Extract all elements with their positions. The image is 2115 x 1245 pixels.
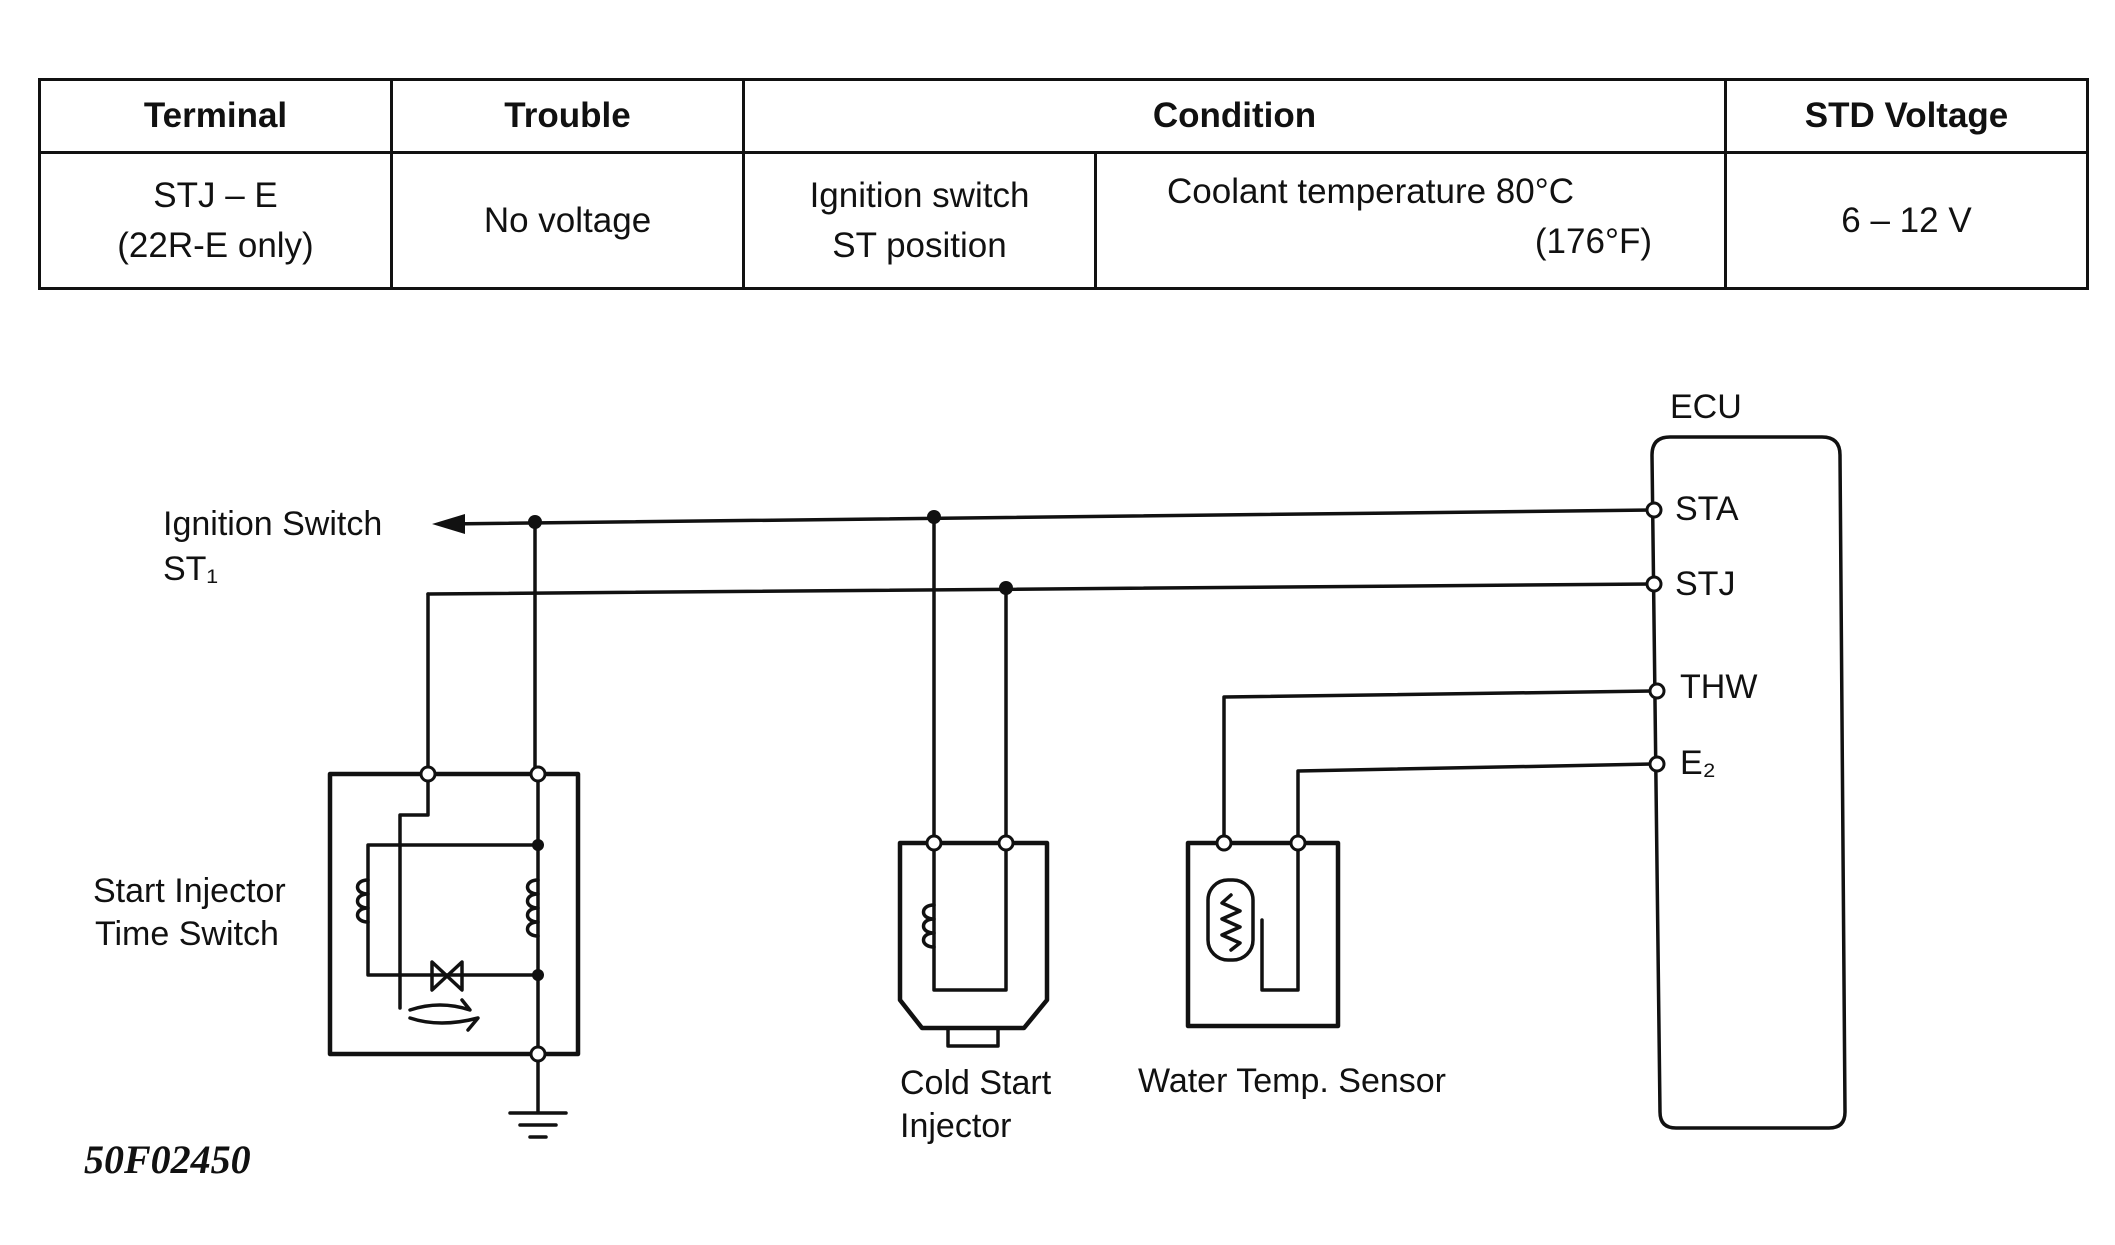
junction-dot-icon-5	[532, 969, 544, 981]
junction-dot-icon-2	[927, 510, 941, 524]
cell-condition-switch: Ignition switch ST position	[742, 151, 1097, 290]
thermistor-icon	[1206, 878, 1255, 962]
terminal-circle-icon-ts3	[529, 1045, 547, 1063]
terminal-line-2: (22R-E only)	[117, 225, 314, 265]
ts-bimetal	[398, 772, 430, 1010]
time-switch-label-1: Start Injector	[93, 872, 286, 910]
ignition-switch-st1: ST₁	[163, 550, 218, 588]
ecu-label: ECU	[1670, 388, 1742, 426]
cell-trouble: No voltage	[390, 151, 745, 290]
wts-internal-right	[1260, 841, 1300, 992]
ecu-pin-sta: STA	[1675, 490, 1739, 528]
water-temp-sensor-label: Water Temp. Sensor	[1138, 1062, 1446, 1100]
wire-thw	[1222, 689, 1657, 845]
coil-icon-csi	[921, 903, 936, 949]
figure-code: 50F02450	[84, 1137, 251, 1182]
csi-nozzle	[946, 1026, 1000, 1048]
terminal-circles	[419, 501, 1666, 1063]
wire-sta	[443, 508, 1654, 526]
condition-temp-line-2: (176°F)	[1534, 222, 1652, 261]
ts-left-coil-loop	[366, 843, 542, 977]
terminal-circle-icon-ts1	[419, 765, 437, 783]
cell-condition-temp: Coolant temperature 80°C (176°F)	[1094, 151, 1727, 290]
time-switch-box	[327, 771, 581, 1057]
terminal-circle-icon-ts2	[529, 765, 547, 783]
terminal-circle-icon-csi2	[997, 834, 1015, 852]
spec-table: Terminal Trouble Condition STD Voltage S…	[38, 78, 2089, 290]
coil-icon-right	[525, 878, 540, 938]
condition-switch-line-2: ST position	[832, 225, 1007, 265]
cell-terminal: STJ – E (22R-E only)	[38, 151, 393, 290]
ecu-pin-stj: STJ	[1675, 565, 1735, 603]
csi-internal-loop	[932, 841, 1008, 992]
cold-start-label-1: Cold Start	[900, 1064, 1052, 1102]
condition-temp-line-1: Coolant temperature 80°C	[1167, 172, 1574, 211]
arrow-left-icon	[432, 514, 465, 534]
header-condition: Condition	[742, 78, 1727, 154]
terminal-circle-icon-wts1	[1215, 834, 1233, 852]
wire-e2	[1296, 762, 1657, 845]
terminal-circle-icon-e2	[1648, 755, 1666, 773]
coil-icon	[355, 878, 370, 924]
condition-temp-wrap: Coolant temperature 80°C (176°F)	[1097, 154, 1724, 287]
terminal-line-1: STJ – E	[153, 175, 278, 215]
junction-dot-icon	[528, 515, 542, 529]
ts-cam-arrow	[408, 998, 480, 1032]
ecu-box	[1650, 435, 1847, 1130]
time-switch-label-2: Time Switch	[95, 915, 279, 953]
table-header-row: Terminal Trouble Condition STD Voltage	[38, 78, 2089, 154]
thermistor-zigzag	[1220, 893, 1242, 952]
terminal-circle-icon-sta	[1645, 501, 1663, 519]
water-temp-sensor-box	[1185, 840, 1341, 1029]
terminal-circle-icon-thw	[1648, 682, 1666, 700]
cell-std-voltage: 6 – 12 V	[1724, 151, 2089, 290]
header-terminal: Terminal	[38, 78, 393, 154]
ignition-switch-label: Ignition Switch	[163, 505, 382, 543]
wire-stj	[426, 582, 1654, 596]
terminal-circle-icon-csi1	[925, 834, 943, 852]
table-row: STJ – E (22R-E only) No voltage Ignition…	[38, 151, 2089, 290]
header-trouble: Trouble	[390, 78, 745, 154]
junction-dot-icon-3	[999, 581, 1013, 595]
cold-start-injector-body	[897, 840, 1050, 1031]
junction-dot-icon-4	[532, 839, 544, 851]
junction-dots	[528, 510, 1013, 981]
terminal-circle-icon-wts2	[1289, 834, 1307, 852]
cold-start-label-2: Injector	[900, 1107, 1012, 1145]
header-std-voltage: STD Voltage	[1724, 78, 2089, 154]
condition-switch-line-1: Ignition switch	[809, 175, 1030, 215]
valve-icon	[430, 960, 464, 992]
ecu-pin-e2: E₂	[1680, 744, 1716, 782]
terminal-circle-icon-stj	[1645, 575, 1663, 593]
ecu-pin-thw: THW	[1680, 668, 1757, 706]
